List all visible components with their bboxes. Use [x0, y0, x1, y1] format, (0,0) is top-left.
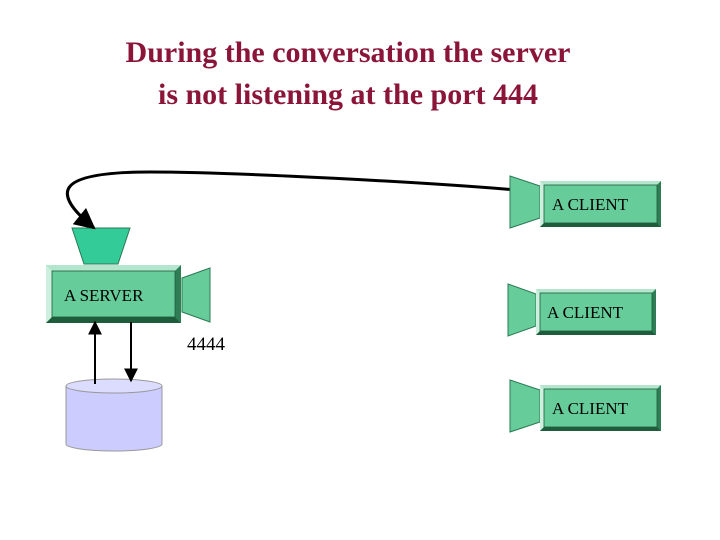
client-2: A CLIENT: [507, 283, 656, 337]
client-3-label: A CLIENT: [552, 399, 629, 418]
server-label: A SERVER: [64, 286, 144, 305]
database-icon: [65, 378, 163, 452]
server-box: A SERVER: [46, 265, 181, 323]
client-3-funnel: [509, 379, 541, 433]
client-3: A CLIENT: [509, 379, 661, 433]
slide-title: During the conversation the server is no…: [0, 32, 696, 116]
server-port-funnel: [181, 267, 211, 323]
server-port-label: 4444: [187, 334, 226, 355]
client-1-label: A CLIENT: [552, 195, 629, 214]
title-line-1: During the conversation the server: [125, 36, 571, 69]
server-input-funnel: [71, 227, 131, 265]
client-1: A CLIENT: [509, 175, 661, 229]
title-line-2: is not listening at the port 444: [157, 78, 538, 111]
client-1-funnel: [509, 175, 541, 229]
connection-arrow: [65, 170, 541, 230]
client-2-label: A CLIENT: [547, 303, 624, 322]
client-2-funnel: [507, 283, 537, 337]
